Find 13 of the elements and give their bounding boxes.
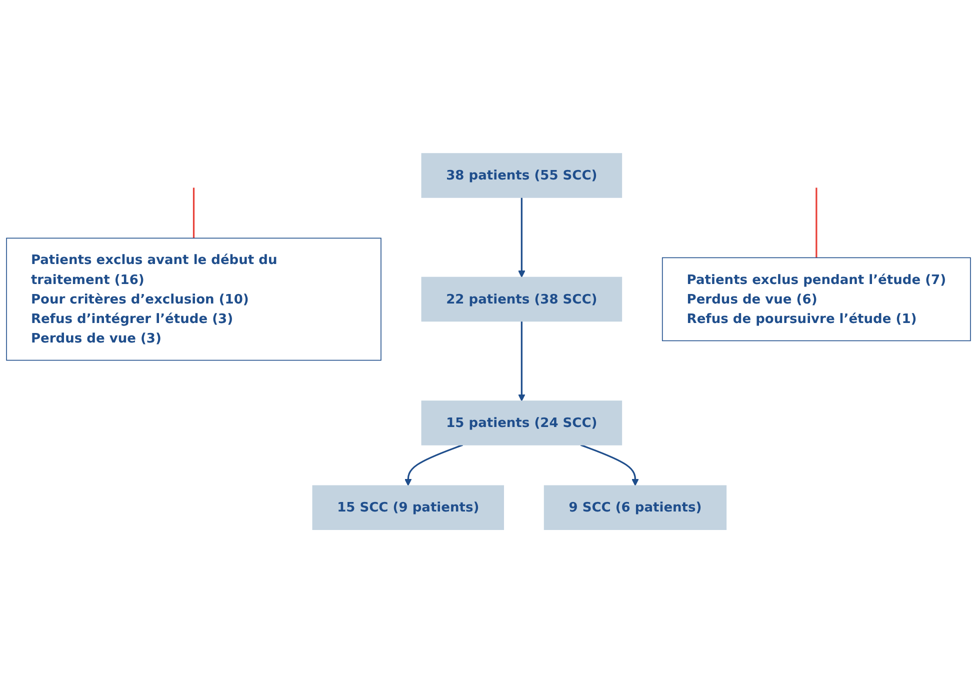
node-box: Patients exclus pendant l’étude (7) Perdus de vue (6) Refus de poursuivre l’étude (1) (662, 258, 971, 342)
arrow (404, 444, 463, 486)
connector (192, 188, 195, 239)
node-box: 15 patients (24 SCC) (421, 401, 622, 446)
node-box: 9 SCC (6 patients) (544, 486, 727, 530)
arrow (580, 444, 639, 486)
node-box: 38 patients (55 SCC) (421, 154, 622, 198)
arrow (518, 198, 526, 278)
arrow (518, 322, 526, 402)
node-box: Patients exclus avant le début du traitement (16) Pour critères d’exclusion (10) Refus d’intégrer l’étude (3) Perdus de vue (3) (6, 238, 382, 362)
node-box: 22 patients (38 SCC) (421, 277, 622, 322)
node-box: 15 SCC (9 patients) (312, 486, 504, 530)
connector (816, 188, 818, 258)
